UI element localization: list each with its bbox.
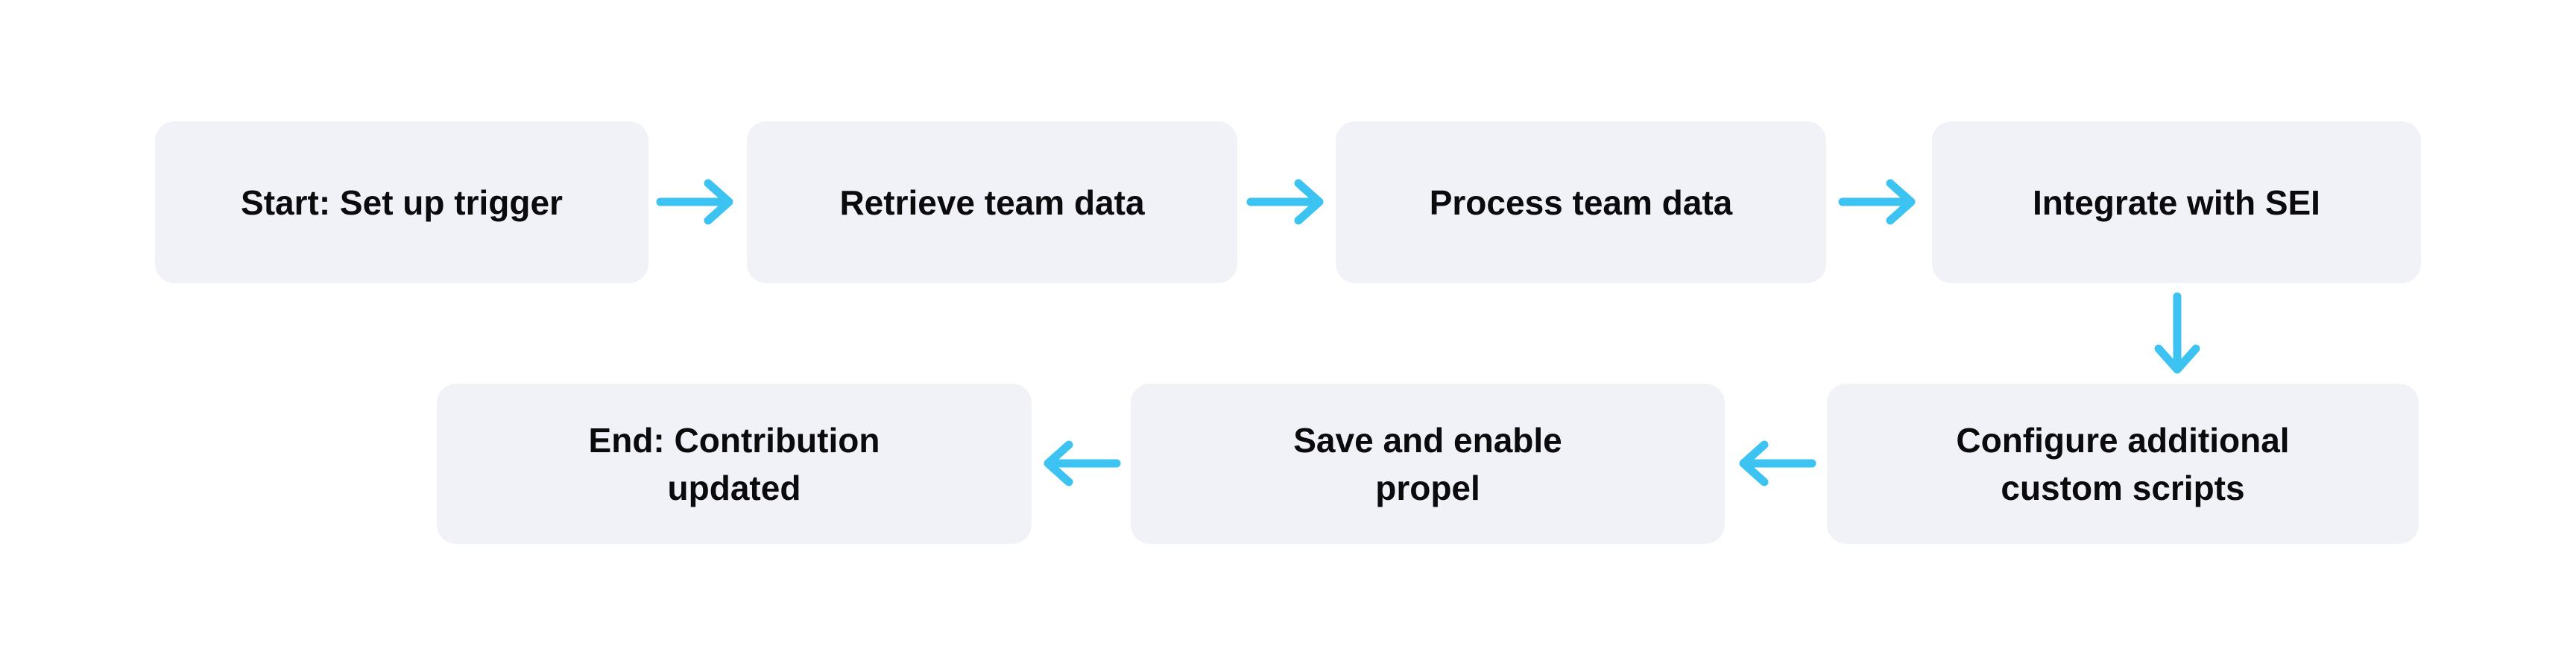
flow-node-label: Start: Set up trigger <box>241 183 563 222</box>
arrow-left-icon <box>1039 440 1123 487</box>
arrow-right-icon <box>654 178 738 226</box>
flow-node-label: Save and enable propel <box>1293 420 1562 507</box>
flow-node-label: Integrate with SEI <box>2033 183 2320 222</box>
flow-node-integrate-with-sei: Integrate with SEI <box>1932 121 2421 283</box>
flow-node-label: Retrieve team data <box>839 183 1145 222</box>
flow-node-label: Configure additional custom scripts <box>1956 420 2290 507</box>
arrow-down-icon <box>2153 291 2201 378</box>
flow-node-start: Start: Set up trigger <box>155 121 648 283</box>
flow-node-configure-custom-scripts: Configure additional custom scripts <box>1827 384 2419 544</box>
flow-node-save-and-enable-propel: Save and enable propel <box>1131 384 1725 544</box>
flow-node-label: Process team data <box>1429 183 1733 222</box>
flow-node-process-team-data: Process team data <box>1336 121 1826 283</box>
flow-node-retrieve-team-data: Retrieve team data <box>747 121 1237 283</box>
arrow-right-icon <box>1837 178 1920 226</box>
flow-node-end: End: Contribution updated <box>437 384 1032 544</box>
arrow-left-icon <box>1734 440 1818 487</box>
flow-node-label: End: Contribution updated <box>588 420 880 507</box>
arrow-right-icon <box>1245 178 1328 226</box>
